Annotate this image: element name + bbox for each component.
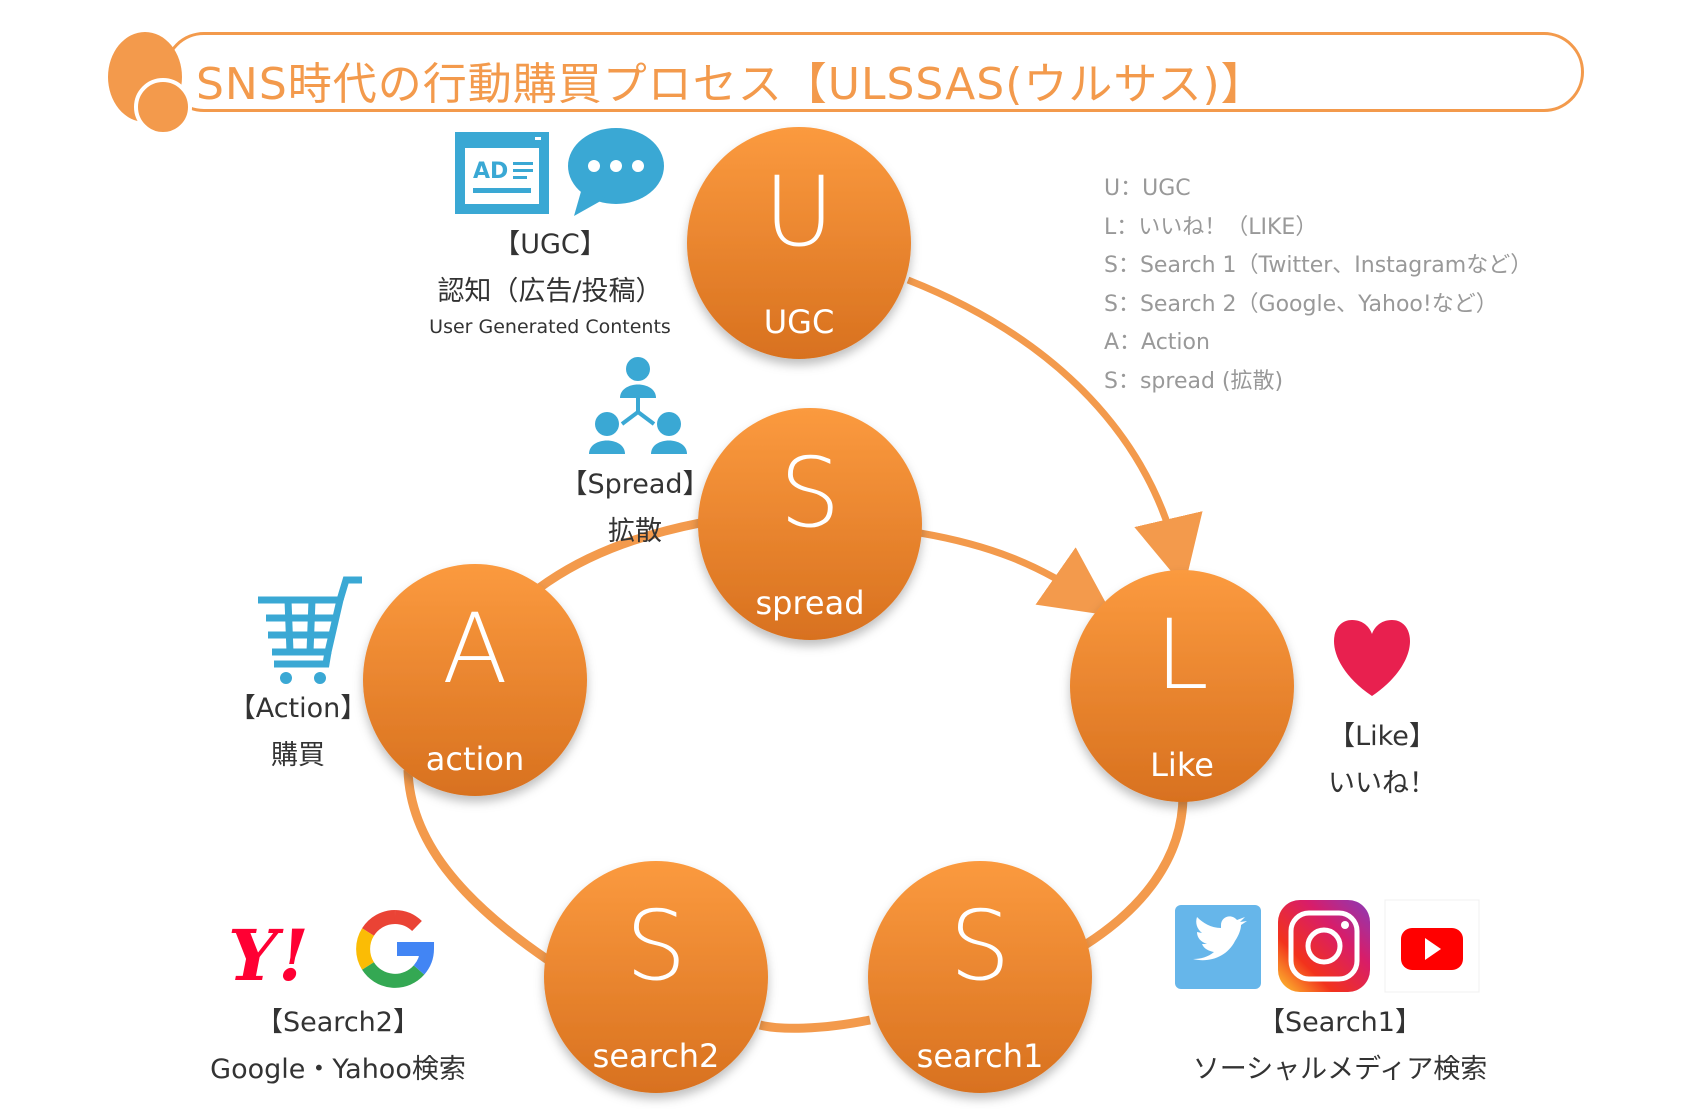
caption-ugc-sub: 認知（広告/投稿） [437, 276, 663, 307]
yahoo-logo-text: Y! [228, 914, 309, 997]
node-like: L Like [1070, 570, 1294, 802]
caption-search1-title: 【Search1】 [1258, 1007, 1422, 1038]
connector-spread-to-like [919, 529, 1113, 617]
ad-icon-text: AD [473, 159, 508, 184]
node-label: search1 [917, 1037, 1044, 1075]
caption-action-title: 【Action】 [228, 693, 368, 724]
caption-ugc-title: 【UGC】 [493, 229, 607, 260]
yahoo-icon: Y! [228, 914, 309, 997]
node-letter: U [764, 156, 834, 268]
node-label: search2 [593, 1037, 720, 1075]
title-decoration-small-dot [134, 78, 192, 136]
node-letter: S [950, 890, 1011, 1002]
caption-search2-sub: Google・Yahoo検索 [210, 1054, 466, 1085]
connectors [403, 276, 1203, 1033]
legend-item: A：Action [1104, 330, 1210, 355]
caption-like-title: 【Like】 [1328, 721, 1436, 752]
speech-bubble-icon [568, 128, 664, 216]
connector-ugc-to-like [906, 276, 1203, 588]
node-circle [544, 861, 768, 1093]
node-circle [363, 564, 587, 796]
legend: U：UGC L：いいね！（LIKE） S：Search 1（Twitter、In… [1104, 170, 1532, 401]
node-letter: S [626, 890, 687, 1002]
legend-item: S：Search 2（Google、Yahoo!など） [1104, 291, 1498, 317]
connector-search2-to-action [403, 769, 551, 964]
node-label: spread [755, 584, 864, 622]
node-circle [1070, 570, 1294, 802]
node-label: UGC [764, 303, 835, 341]
caption-search2-title: 【Search2】 [256, 1007, 420, 1038]
google-icon [356, 910, 435, 988]
instagram-icon [1278, 900, 1370, 992]
caption-search1: 【Search1】 ソーシャルメディア検索 [1180, 1000, 1500, 1086]
node-label: Like [1150, 746, 1214, 784]
node-label: action [426, 740, 525, 778]
connector-search1-to-search2 [758, 1015, 871, 1033]
node-circle [687, 127, 911, 359]
heart-icon [1333, 620, 1411, 696]
node-letter: A [442, 593, 508, 705]
caption-spread-title: 【Spread】 [560, 469, 710, 500]
node-ugc: U UGC [687, 127, 911, 359]
ad-icon: AD [455, 132, 549, 214]
caption-search1-sub: ソーシャルメディア検索 [1192, 1054, 1488, 1085]
caption-like-sub: いいね！ [1328, 768, 1436, 799]
legend-item: S：Search 1（Twitter、Instagramなど） [1104, 253, 1533, 278]
node-letter: L [1155, 599, 1208, 711]
title-banner [164, 32, 1584, 112]
legend-item: U：UGC [1104, 176, 1191, 201]
youtube-icon [1384, 899, 1480, 993]
caption-ugc-extra: User Generated Contents [429, 316, 671, 338]
caption-like: 【Like】 いいね！ [1302, 714, 1462, 800]
connector-action-to-spread [527, 518, 701, 599]
twitter-icon [1175, 905, 1261, 989]
connector-like-to-search1 [1082, 794, 1188, 949]
caption-ugc: 【UGC】 認知（広告/投稿） User Generated Contents [410, 222, 690, 338]
node-circle [698, 408, 922, 640]
caption-action-sub: 購買 [271, 740, 325, 771]
caption-spread: 【Spread】 拡散 [555, 462, 715, 548]
legend-item: S：spread (拡散) [1104, 368, 1284, 394]
caption-action: 【Action】 購買 [218, 686, 378, 772]
people-network-icon [589, 357, 687, 454]
caption-search2: 【Search2】 Google・Yahoo検索 [188, 1000, 488, 1086]
node-circle [868, 861, 1092, 1093]
shopping-cart-icon [258, 576, 362, 684]
page-title: SNS時代の行動購買プロセス【ULSSAS(ウルサス)】 [196, 59, 1266, 110]
caption-spread-sub: 拡散 [608, 516, 662, 547]
node-letter: S [780, 437, 841, 549]
legend-item: L：いいね！（LIKE） [1104, 214, 1318, 240]
